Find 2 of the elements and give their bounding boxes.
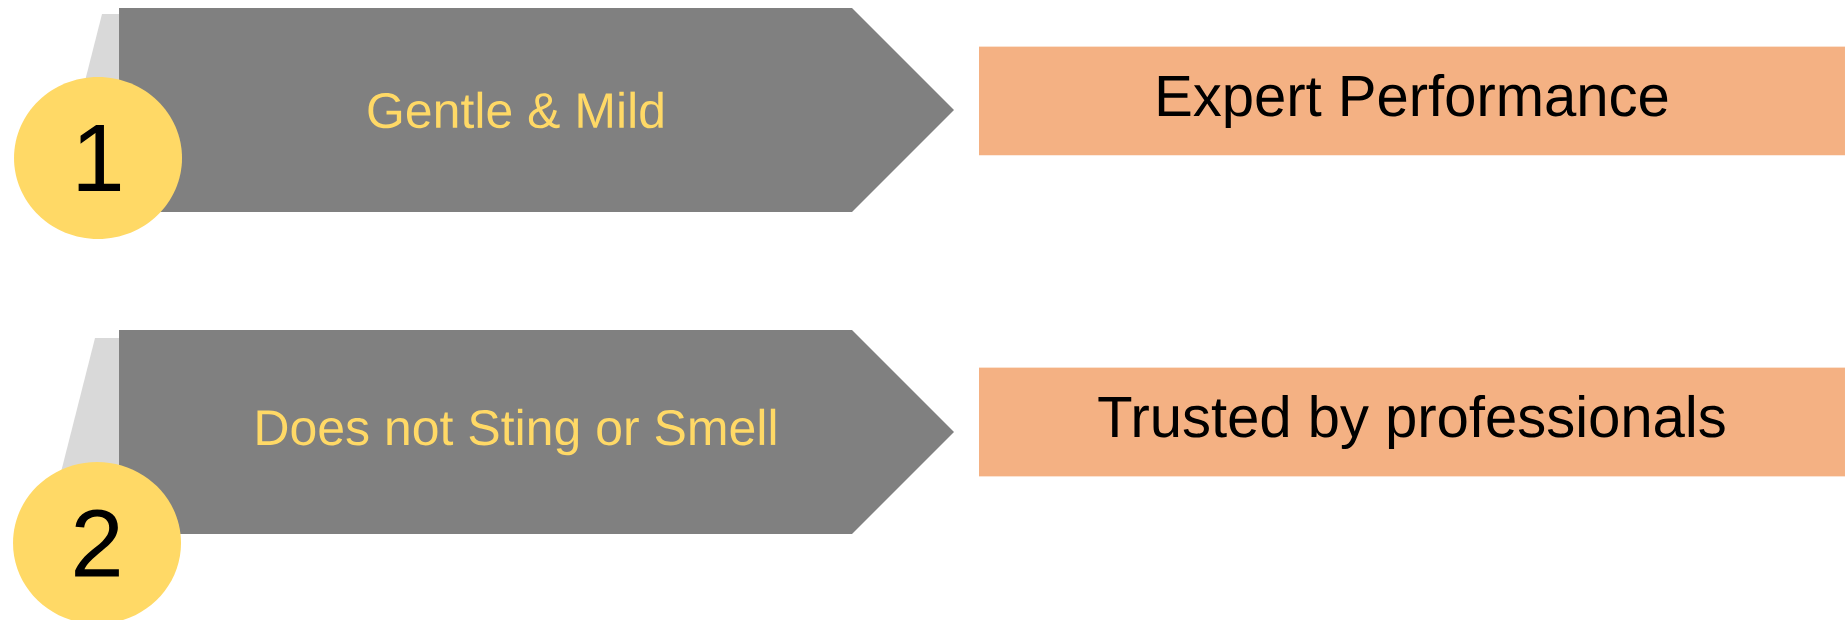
text-band: Expert Performance: [979, 46, 1845, 156]
text-band: Trusted by professionals: [979, 367, 1845, 477]
